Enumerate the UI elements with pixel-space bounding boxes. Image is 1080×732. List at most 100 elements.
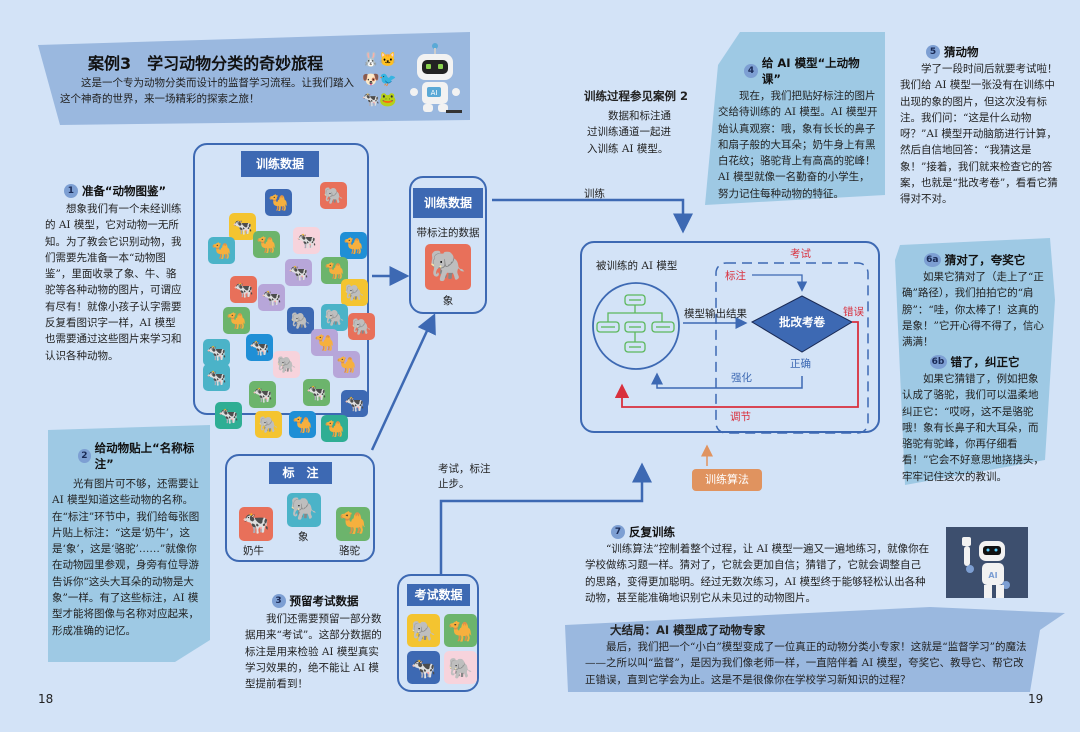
- step-number-badge: 3: [271, 594, 286, 608]
- step6a-text: 如果它猜对了（走上了“正确”路径），我们拍拍它的“肩膀”：“哇，你太棒了！这真的…: [902, 271, 1044, 349]
- step-number-badge: 6a: [923, 253, 941, 267]
- step7-section: 7 反复训练 “训练算法”控制着整个过程，让 AI 模型一遍又一遍地练习，就像你…: [585, 524, 930, 606]
- page-number-left: 18: [38, 692, 54, 706]
- camel-icon: 🐪: [265, 189, 292, 216]
- cow-icon: 🐄: [230, 276, 257, 303]
- camel-icon: 🐪: [336, 507, 370, 541]
- step3-text: 我们还需要预留一部分数据用来“考试”。这部分数据的标注是用来检验 AI 模型真实…: [245, 613, 382, 691]
- step6a-section: 6a 猜对了，夸奖它 如果它猜对了（走上了“正确”路径），我们拍拍它的“肩膀”：…: [902, 252, 1047, 350]
- step4-text: 现在，我们把贴好标注的图片交给待训练的 AI 模型。AI 模型开始认真观察：哦，…: [718, 90, 878, 200]
- step5-text: 学了一段时间后就要考试啦！我们给 AI 模型一张没有在训练中出现的象的图片，但这…: [900, 63, 1058, 206]
- cow-icon: 🐄: [249, 381, 276, 408]
- elephant-icon: 🐘: [348, 313, 375, 340]
- cow-icon: 🐄: [293, 227, 320, 254]
- step6a-heading: 6a 猜对了，夸奖它: [902, 252, 1047, 268]
- cow-icon: 🐄: [341, 390, 368, 417]
- step6b-title: 错了，纠正它: [950, 355, 1020, 369]
- camel-icon: 🐪: [289, 411, 316, 438]
- step7-text: “训练算法”控制着整个过程，让 AI 模型一遍又一遍地练习，就像你在学校做练习题…: [585, 543, 930, 604]
- labeled-data-title: 训练数据: [413, 188, 483, 218]
- step4-title: 给 AI 模型“上动物课”: [761, 56, 860, 86]
- train-arrow-label: 训练: [584, 188, 605, 200]
- step-number-badge: 4: [744, 64, 758, 78]
- robot-icon: AI: [410, 43, 462, 113]
- step2-text: 光有图片可不够，还需要让 AI 模型知道这些动物的名称。在“标注”环节中，我们给…: [52, 478, 200, 637]
- step3-section: 3 预留考试数据 我们还需要预留一部分数据用来“考试”。这部分数据的标注是用来检…: [245, 593, 385, 692]
- training-data-label: 训练数据: [241, 151, 319, 177]
- robot-waving-icon: AI: [946, 527, 1028, 598]
- step5-section: 5 猜动物 学了一段时间后就要考试啦！我们给 AI 模型一张没有在训练中出现的象…: [900, 44, 1060, 208]
- training-note-text: 数据和标注通过训练通道一起进入训练 AI 模型。: [587, 110, 671, 155]
- step3-title: 预留考试数据: [289, 594, 359, 608]
- adjust-label: 调节: [730, 411, 751, 423]
- cow-icon: 🐄: [203, 364, 230, 391]
- cow-icon: 🐄: [258, 284, 285, 311]
- step2-panel: [48, 425, 210, 662]
- step5-heading: 5 猜动物: [900, 44, 1060, 60]
- finale-panel: [565, 607, 1065, 692]
- svg-text:AI: AI: [431, 89, 438, 97]
- elephant-icon: 🐘: [341, 279, 368, 306]
- step6-panel: [895, 238, 1055, 485]
- finale-title: 大结局：AI 模型成了动物专家: [610, 623, 766, 637]
- step2-heading: 2 给动物贴上“名称标注”: [52, 440, 202, 472]
- step-number-badge: 7: [611, 525, 625, 539]
- camel-icon: 🐪: [321, 257, 348, 284]
- elephant-icon: 🐘: [287, 493, 321, 527]
- right-label: 正确: [790, 358, 811, 370]
- model-title: 被训练的 AI 模型: [596, 260, 678, 272]
- step3-heading: 3 预留考试数据: [245, 593, 385, 609]
- exam-label: 考试: [790, 248, 811, 260]
- test-note: 考试，标注止步。: [438, 463, 491, 490]
- output-label: 模型输出结果: [684, 308, 747, 320]
- step5-title: 猜动物: [944, 45, 979, 59]
- labeled-data-animal: 象: [442, 295, 454, 307]
- step6a-title: 猜对了，夸奖它: [944, 253, 1026, 267]
- step1-text: 想象我们有一个未经训练的 AI 模型，它对动物一无所知。为了教会它识别动物，我们…: [45, 203, 182, 362]
- training-algorithm-badge: 训练算法: [692, 469, 762, 491]
- camel-icon: 🐪: [253, 231, 280, 258]
- labeled-data-box: 训练数据 带标注的数据 🐘 象: [409, 176, 487, 314]
- page-title: 案例3 学习动物分类的奇妙旅程: [88, 54, 324, 73]
- annotation-elephant-label: 象: [298, 531, 309, 543]
- labeled-data-subtitle: 带标注的数据: [416, 227, 480, 239]
- cow-icon: 🐄: [215, 402, 242, 429]
- elephant-icon: 🐘: [287, 307, 314, 334]
- reinforce-label: 强化: [731, 372, 752, 384]
- step4-section: 4 给 AI 模型“上动物课” 现在，我们把贴好标注的图片交给待训练的 AI 模…: [718, 55, 878, 202]
- camel-icon: 🐪: [223, 307, 250, 334]
- camel-icon: 🐪: [208, 237, 235, 264]
- training-data-box: 训练数据 🐄🐪🐘🐪🐪🐄🐪🐄🐪🐘🐄🐄🐪🐘🐘🐘🐄🐄🐪🐄🐘🐪🐄🐄🐄🐄🐘🐪🐪: [193, 143, 375, 442]
- finale-text: 最后，我们把一个“小白”模型变成了一位真正的动物分类小专家！这就是“监督学习”的…: [585, 641, 1027, 686]
- step7-heading: 7 反复训练: [585, 524, 930, 540]
- test-data-box: 考试数据 🐘🐪🐄🐘: [397, 574, 479, 692]
- annotation-camel-label: 骆驼: [339, 545, 360, 557]
- elephant-icon: 🐘: [444, 651, 477, 684]
- elephant-icon: 🐘: [321, 304, 348, 331]
- wrong-label: 错误: [843, 306, 864, 318]
- elephant-icon: 🐘: [255, 411, 282, 438]
- camel-icon: 🐪: [321, 415, 348, 442]
- camel-icon: 🐪: [333, 351, 360, 378]
- svg-text:AI: AI: [988, 571, 997, 580]
- step6b-section: 6b 错了，纠正它 如果它猜错了，例如把象认成了骆驼，我们可以温柔地纠正它：“哎…: [902, 354, 1047, 485]
- step4-heading: 4 给 AI 模型“上动物课”: [718, 55, 878, 87]
- animal-cluster-icon: 🐰🐱🐶🐦🐄🐸: [362, 52, 397, 108]
- intro-text: 这是一个专为动物分类而设计的监督学习流程。让我们踏入这个神奇的世界，来一场精彩的…: [60, 77, 354, 106]
- cow-icon: 🐄: [407, 651, 440, 684]
- step1-section: 1 准备“动物图鉴” 想象我们有一个未经训练的 AI 模型，它对动物一无所知。为…: [45, 183, 185, 364]
- header-banner: [38, 32, 470, 125]
- step6b-text: 如果它猜错了，例如把象认成了骆驼，我们可以温柔地纠正它：“哎呀，这不是骆驼哦！象…: [902, 373, 1044, 483]
- page-number-right: 19: [1028, 692, 1044, 706]
- annotation-cow-label: 奶牛: [243, 545, 264, 557]
- step2-section: 2 给动物贴上“名称标注” 光有图片可不够，还需要让 AI 模型知道这些动物的名…: [52, 440, 202, 639]
- step1-title: 准备“动物图鉴”: [81, 184, 167, 198]
- step-number-badge: 6b: [929, 355, 947, 369]
- grade-label: 批改考卷: [779, 315, 825, 329]
- elephant-icon: 🐘: [320, 182, 347, 209]
- cow-icon: 🐄: [303, 379, 330, 406]
- step6b-heading: 6b 错了，纠正它: [902, 354, 1047, 370]
- cow-icon: 🐄: [203, 339, 230, 366]
- step7-title: 反复训练: [629, 525, 675, 539]
- step-number-badge: 1: [63, 184, 78, 198]
